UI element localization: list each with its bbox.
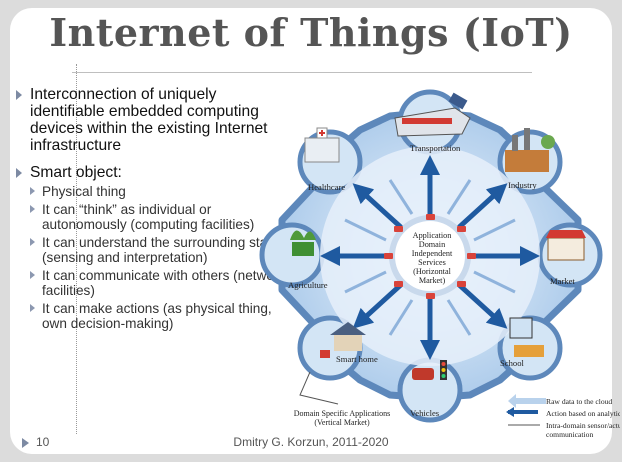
footer-author: Dmitry G. Korzun, 2011-2020 xyxy=(233,435,389,449)
slide-title: Internet of Things (IoT) xyxy=(49,10,573,55)
label-agriculture: Agriculture xyxy=(288,280,328,290)
bullet-item: Interconnection of uniquely identifiable… xyxy=(14,86,295,154)
sub-bullet-text: It can communicate with others (network … xyxy=(42,268,286,298)
left-dotted-rule xyxy=(76,64,78,434)
legend-action: Action based on analytics xyxy=(546,409,620,418)
callout-label: Domain Specific Applications (Vertical M… xyxy=(294,409,390,427)
train-icon xyxy=(394,92,471,137)
sub-bullet-arrow-icon xyxy=(30,271,35,279)
sub-bullet-arrow-icon xyxy=(30,205,35,213)
legend-action-swatch-icon xyxy=(506,407,538,417)
label-market: Market xyxy=(550,276,575,286)
bullet-text: Interconnection of uniquely identifiable… xyxy=(30,86,268,154)
sub-bullet-text: It can understand the surrounding state … xyxy=(42,235,279,265)
sub-bullet-arrow-icon xyxy=(30,238,35,246)
bullet-item: Smart object: xyxy=(14,164,298,181)
plant-icon xyxy=(290,230,316,256)
label-smart-home: Smart home xyxy=(336,354,378,364)
center-label: Application Domain Independent Services … xyxy=(412,231,453,285)
sub-bullet-item: It can understand the surrounding state … xyxy=(14,235,282,265)
callout-line: (Vertical Market) xyxy=(314,418,370,427)
label-healthcare: Healthcare xyxy=(308,182,345,192)
legend-labels: Raw data to the cloud Action based on an… xyxy=(546,397,620,439)
legend-raw-data-swatch-icon xyxy=(508,394,546,408)
footer-arrow-icon xyxy=(22,438,29,448)
car-icon xyxy=(412,360,447,380)
sub-bullet-arrow-icon xyxy=(30,304,35,312)
data-flow-arrows xyxy=(320,155,540,360)
sub-bullet-item: It can “think” as individual or autonomo… xyxy=(14,202,287,232)
factory-icon xyxy=(505,128,555,172)
legend-raw-data: Raw data to the cloud xyxy=(546,397,612,406)
sub-bullet-item: It can communicate with others (network … xyxy=(14,268,287,298)
label-vehicles: Vehicles xyxy=(410,408,440,418)
center-label-line: Services xyxy=(418,258,446,267)
center-label-line: Application xyxy=(413,231,452,240)
center-ring-nodes xyxy=(384,214,476,299)
center-label-line: (Horizontal xyxy=(413,267,451,276)
center-label-line: Domain xyxy=(419,240,445,249)
inward-arrows xyxy=(344,179,516,336)
sub-bullet-item: It can make actions (as physical thing, … xyxy=(14,301,292,331)
sub-bullet-text: It can make actions (as physical thing, … xyxy=(42,301,272,331)
bullet-arrow-icon xyxy=(16,168,22,178)
legend-intra-domain: Intra-domain sensor/actuator xyxy=(546,421,620,430)
label-industry: Industry xyxy=(508,180,537,190)
sub-bullet-text: It can “think” as individual or autonomo… xyxy=(42,202,255,232)
center-label-line: Independent xyxy=(412,249,453,258)
label-transportation: Transportation xyxy=(410,143,461,153)
bullet-arrow-icon xyxy=(16,90,22,100)
page-number: 10 xyxy=(36,435,50,449)
bullet-list: Interconnection of uniquely identifiable… xyxy=(14,86,298,331)
sub-bullet-text: Physical thing xyxy=(42,184,126,199)
legend-intra-domain-cont: communication xyxy=(546,430,593,439)
title-divider xyxy=(72,72,532,73)
sub-bullet-arrow-icon xyxy=(30,187,35,195)
callout-line: Domain Specific Applications xyxy=(294,409,390,418)
sub-bullet-item: Physical thing xyxy=(14,184,282,199)
domain-labels: Transportation Industry Healthcare Agric… xyxy=(288,143,575,418)
iot-gear-diagram: Application Domain Independent Services … xyxy=(259,89,620,439)
vertical-market-callout xyxy=(299,371,339,405)
house-icon xyxy=(320,322,366,358)
legend: Raw data to the cloud Action based on an… xyxy=(506,394,620,439)
label-school: School xyxy=(500,358,524,368)
center-label-line: Market) xyxy=(419,276,446,285)
school-icon xyxy=(509,317,544,357)
hospital-icon xyxy=(304,127,340,163)
bullet-text: Smart object: xyxy=(30,164,122,181)
store-icon xyxy=(546,230,586,261)
